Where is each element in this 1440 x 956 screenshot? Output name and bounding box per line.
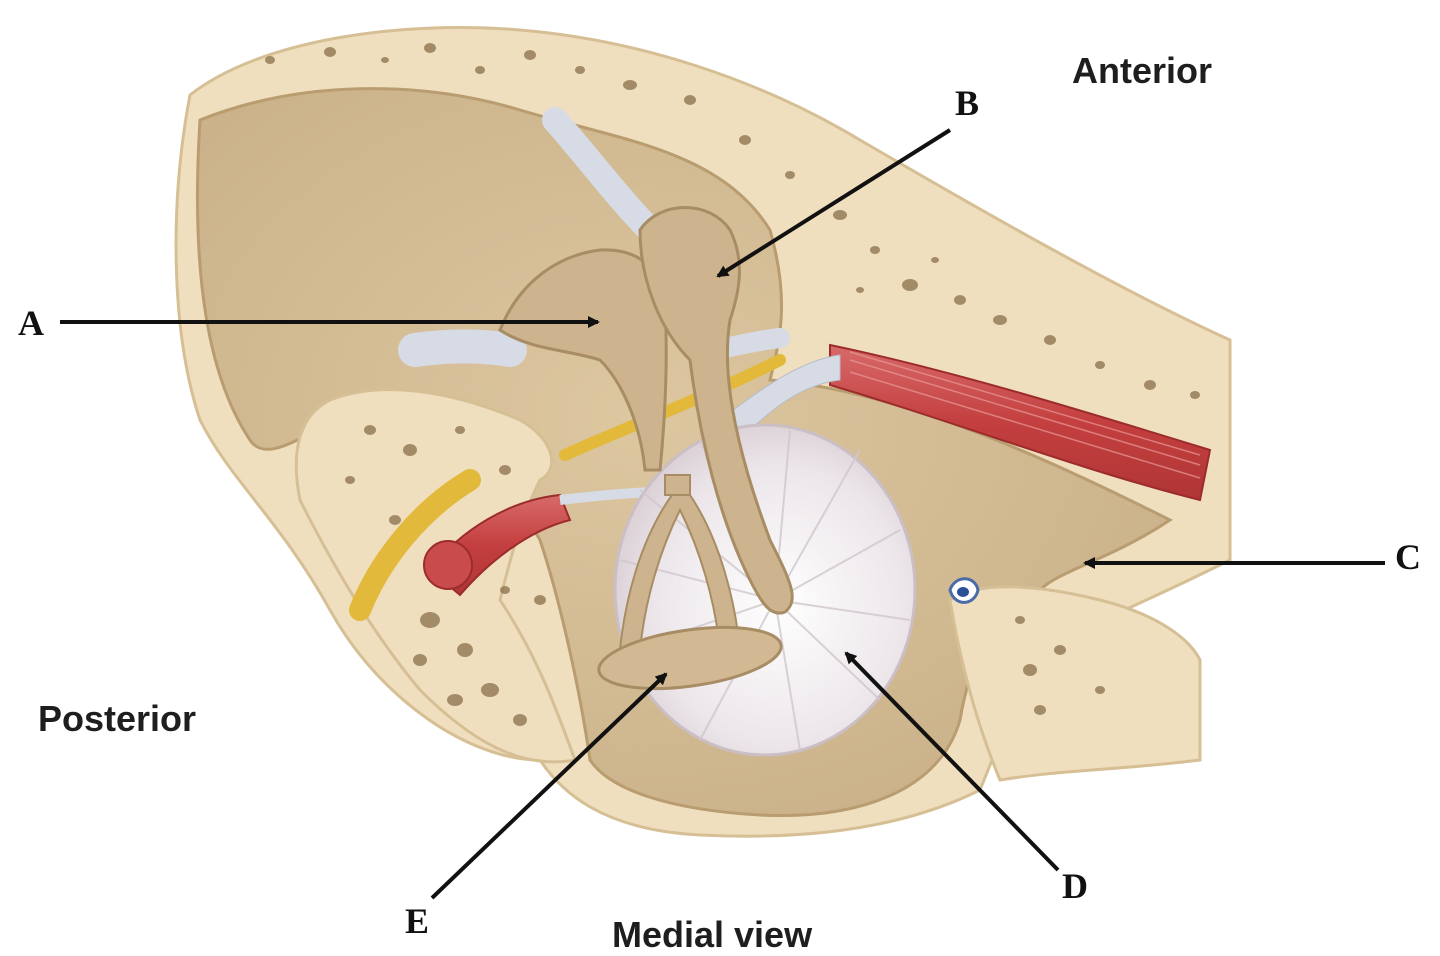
posterior-incudal-ligament xyxy=(398,329,527,367)
arrow-b xyxy=(716,128,952,278)
malleus xyxy=(638,206,794,615)
label-a: A xyxy=(18,303,44,343)
arrow-d xyxy=(844,651,1060,872)
incus xyxy=(498,248,668,472)
label-c: C xyxy=(1395,537,1421,577)
label-b: B xyxy=(955,83,980,123)
stapes xyxy=(597,474,783,691)
bone-pores xyxy=(265,43,1200,726)
anterior-bony-wall xyxy=(948,585,1202,782)
posterior-label: Posterior xyxy=(38,698,197,739)
label-e: E xyxy=(405,901,430,941)
label-d: D xyxy=(1062,866,1088,906)
anterior-label: Anterior xyxy=(1072,50,1213,91)
tensor-tympani-muscle xyxy=(719,343,1212,502)
arrow-e xyxy=(430,672,668,900)
facial-nerve xyxy=(349,469,481,621)
view-caption: Medial view xyxy=(612,914,813,955)
superior-malleolar-ligament xyxy=(542,107,663,243)
